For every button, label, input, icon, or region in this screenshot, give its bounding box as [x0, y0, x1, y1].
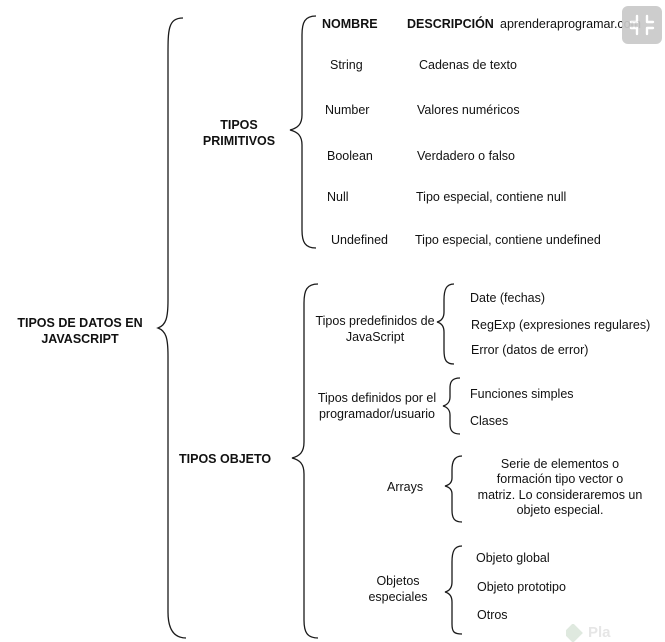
exit-fullscreen-button[interactable] [622, 6, 662, 44]
predefinido-item-error: Error (datos de error) [471, 343, 589, 357]
especiales-title-line-1: Objetos [376, 574, 420, 588]
definidos-brace [442, 377, 461, 435]
especiales-title: Objetos especiales [360, 574, 436, 605]
especial-item-global: Objeto global [476, 551, 550, 565]
definidos-title-line-1: Tipos definidos por el [317, 391, 437, 405]
arrays-desc-line-3: matriz. Lo consideraremos un [477, 487, 643, 502]
primitive-name-undefined: Undefined [331, 233, 388, 247]
arrays-description: Serie de elementos o formación tipo vect… [462, 457, 658, 518]
arrays-title: Arrays [387, 480, 424, 494]
primitivos-title-line-2: PRIMITIVOS [202, 133, 276, 148]
primitive-desc-undefined: Tipo especial, contiene undefined [415, 233, 601, 247]
arrays-brace [444, 455, 463, 523]
objeto-brace [291, 283, 319, 639]
primitive-desc-null: Tipo especial, contiene null [416, 190, 567, 204]
watermark-text: Pla [588, 624, 611, 641]
primitive-desc-string: Cadenas de texto [419, 58, 517, 72]
definidos-title-line-2: programador/usuario [318, 406, 436, 421]
header-descripcion: DESCRIPCIÓN [407, 17, 494, 31]
predefinidos-title-line-1: Tipos predefinidos de [315, 314, 435, 328]
primitive-desc-boolean: Verdadero o falso [417, 149, 515, 163]
especiales-title-line-2: especiales [368, 589, 428, 604]
predefinidos-title: Tipos predefinidos de JavaScript [310, 314, 440, 345]
primitive-name-string: String [330, 58, 363, 72]
primitivos-title-line-1: TIPOS [220, 118, 258, 132]
watermark: Pla [566, 624, 656, 642]
primitivos-title: TIPOS PRIMITIVOS [196, 118, 282, 149]
predefinido-item-date: Date (fechas) [470, 291, 546, 305]
header-site: aprenderaprogramar.com [500, 17, 642, 31]
objeto-title: TIPOS OBJETO [179, 452, 272, 466]
predefinidos-brace [436, 283, 455, 365]
exit-fullscreen-icon [629, 14, 655, 36]
root-title: TIPOS DE DATOS EN JAVASCRIPT [2, 316, 158, 347]
arrays-desc-line-1: Serie de elementos o [500, 457, 620, 471]
especial-item-otros: Otros [477, 608, 508, 622]
main-brace [156, 17, 187, 639]
definidos-title: Tipos definidos por el programador/usuar… [312, 391, 442, 422]
primitive-name-null: Null [327, 190, 349, 204]
primitive-name-boolean: Boolean [327, 149, 373, 163]
root-title-line-2: JAVASCRIPT [41, 331, 119, 346]
root-title-line-1: TIPOS DE DATOS EN [17, 316, 143, 330]
predefinidos-title-line-2: JavaScript [345, 329, 405, 344]
primitive-name-number: Number [325, 103, 370, 117]
primitivos-brace [289, 15, 317, 249]
definido-item-clases: Clases [470, 414, 509, 428]
especial-item-prototipo: Objeto prototipo [477, 580, 566, 594]
arrays-desc-line-2: formación tipo vector o [496, 472, 624, 487]
predefinido-item-regexp: RegExp (expresiones regulares) [471, 318, 651, 332]
definido-item-funciones: Funciones simples [470, 387, 574, 401]
primitive-desc-number: Valores numéricos [417, 103, 520, 117]
arrays-desc-line-4: objeto especial. [516, 502, 604, 517]
header-nombre: NOMBRE [322, 17, 378, 31]
leaf-icon [566, 624, 583, 642]
especiales-brace [444, 545, 463, 635]
